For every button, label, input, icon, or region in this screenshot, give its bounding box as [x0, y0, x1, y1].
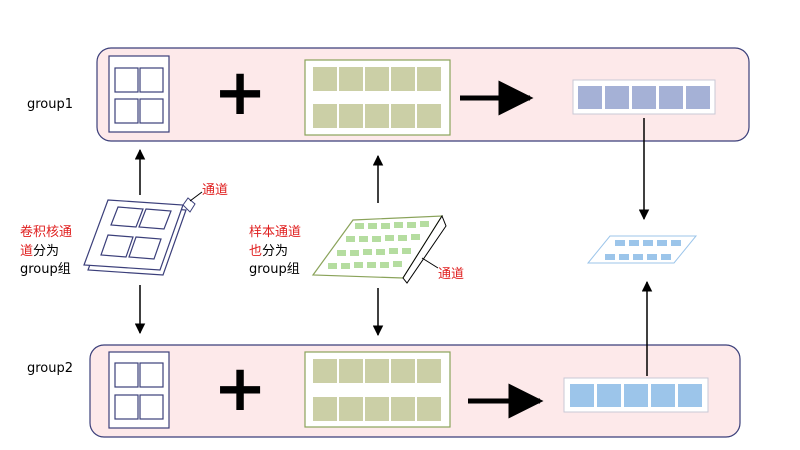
group2-sample — [304, 351, 451, 428]
sample-annotation-line2: 也分为 — [249, 244, 288, 259]
merged-output — [586, 235, 698, 264]
group2-label: group2 — [27, 361, 73, 376]
group1-output — [572, 79, 716, 115]
sample-slab — [311, 214, 447, 284]
sample-annotation-line3: group组 — [249, 262, 300, 277]
kernel-annotation-line1: 卷积核通 — [20, 224, 72, 240]
kernel-channel-leader — [189, 191, 203, 202]
group1-label: group1 — [27, 97, 73, 112]
sample-annotation-line2-red: 也 — [249, 244, 262, 259]
group1-plus-sign: + — [213, 56, 267, 130]
sample-annotation-line2-black: 分为 — [262, 244, 288, 259]
kernel-annotation-line3: group组 — [20, 262, 71, 277]
sample-annotation-line1: 样本通道 — [249, 225, 301, 240]
group2-plus-sign: + — [213, 352, 267, 426]
kernel-stack — [83, 199, 187, 276]
kernel-annotation-line2-black: 分为 — [33, 244, 59, 259]
kernel-annotation-line2: 道分为 — [20, 244, 59, 259]
group2-kernel — [108, 351, 170, 429]
group2-output — [563, 377, 709, 413]
sample-channel-leader — [421, 257, 439, 269]
kernel-channel-edge — [182, 197, 196, 213]
sample-channel-label: 通道 — [438, 267, 464, 282]
group1-kernel — [108, 55, 170, 133]
kernel-annotation-line2-red: 道 — [20, 244, 33, 259]
group1-sample — [304, 59, 451, 136]
kernel-channel-label: 通道 — [202, 183, 228, 198]
